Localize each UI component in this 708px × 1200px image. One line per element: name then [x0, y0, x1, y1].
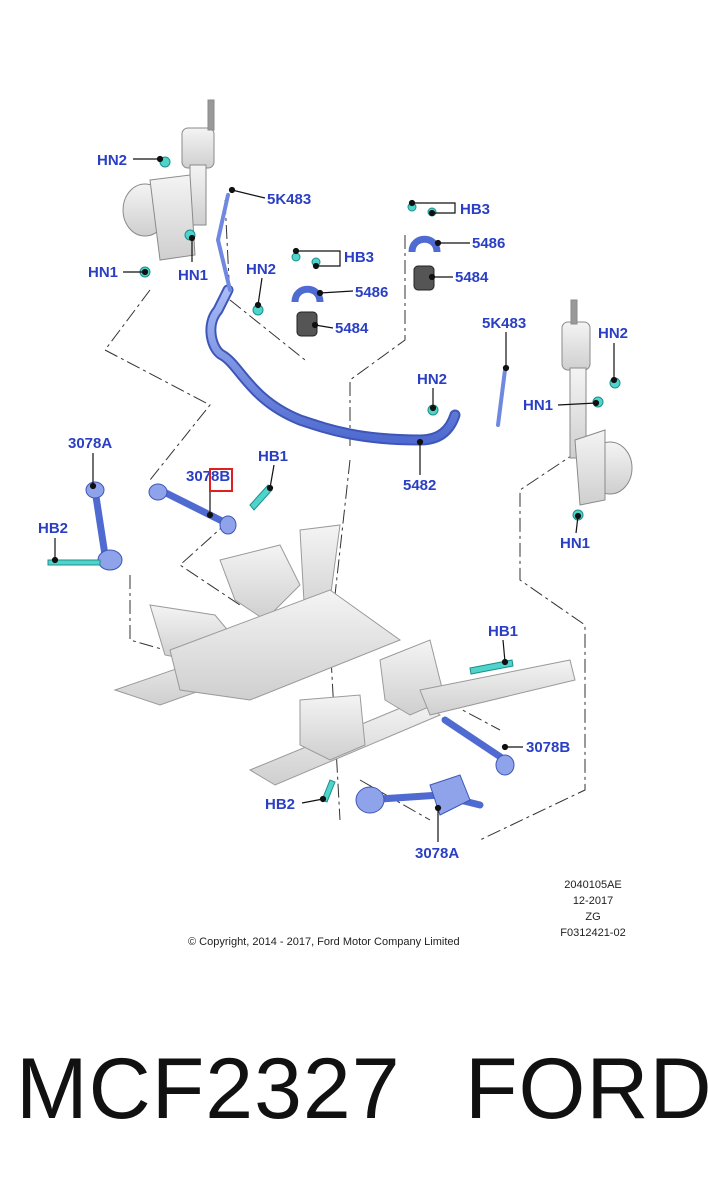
callout-hb2-bottom: HB2 [265, 796, 295, 813]
callout-hn1-left-b: HN1 [178, 267, 208, 284]
front-subframe [113, 524, 576, 786]
callout-hb1-left: HB1 [258, 448, 288, 465]
stabilizer-links [215, 193, 507, 427]
callout-5484-right: 5484 [455, 269, 489, 286]
callout-hb2-left: HB2 [38, 520, 68, 537]
callout-hn2-mid: HN2 [246, 261, 276, 278]
diagram-date: 12-2017 [572, 895, 614, 907]
exploded-parts-diagram: HN2 5K483 HB3 5486 5484 HN1 HN1 HN2 HB3 … [38, 99, 633, 862]
callout-hn2-center: HN2 [417, 371, 447, 388]
control-arm-bushings [85, 481, 515, 816]
callout-3078a-left: 3078A [68, 435, 112, 452]
left-strut-assembly [122, 99, 215, 261]
callout-hb3-left: HB3 [344, 249, 374, 266]
callout-5486-left: 5486 [355, 284, 388, 301]
callout-5484-left: 5484 [335, 320, 369, 337]
callout-hn1-right-b: HN1 [560, 535, 590, 552]
callout-hn1-left-a: HN1 [88, 264, 118, 281]
callout-hn1-right-a: HN1 [523, 397, 553, 414]
callout-hb1-right: HB1 [488, 623, 518, 640]
part-number: MCF2327 [16, 1041, 401, 1137]
copyright-notice: © Copyright, 2014 - 2017, Ford Motor Com… [188, 936, 460, 948]
diagram-ref: F0312421-02 [560, 927, 626, 939]
callout-3078b-left: 3078B [186, 468, 230, 485]
diagram-metadata: 2040105AE 12-2017 ZG F0312421-02 [548, 877, 638, 941]
callout-hn2-top-left: HN2 [97, 152, 127, 169]
callout-leaders [51, 155, 618, 842]
diagram-zg: ZG [585, 911, 601, 923]
brand-name: FORD [465, 1041, 708, 1137]
callout-3078b-right: 3078B [526, 739, 570, 756]
callout-5482: 5482 [403, 477, 436, 494]
bushings-and-brackets [291, 235, 441, 337]
diagram-code: 2040105AE [564, 879, 622, 891]
callout-5k483-right: 5K483 [482, 315, 526, 332]
callout-3078a-bottom: 3078A [415, 845, 459, 862]
callout-hb3-right: HB3 [460, 201, 490, 218]
callout-5486-right: 5486 [472, 235, 505, 252]
stabilizer-bar-5482 [205, 284, 461, 446]
right-strut-assembly [561, 299, 633, 506]
highlight-box [209, 468, 233, 492]
callout-5k483-left: 5K483 [267, 191, 311, 208]
callout-hn2-right: HN2 [598, 325, 628, 342]
